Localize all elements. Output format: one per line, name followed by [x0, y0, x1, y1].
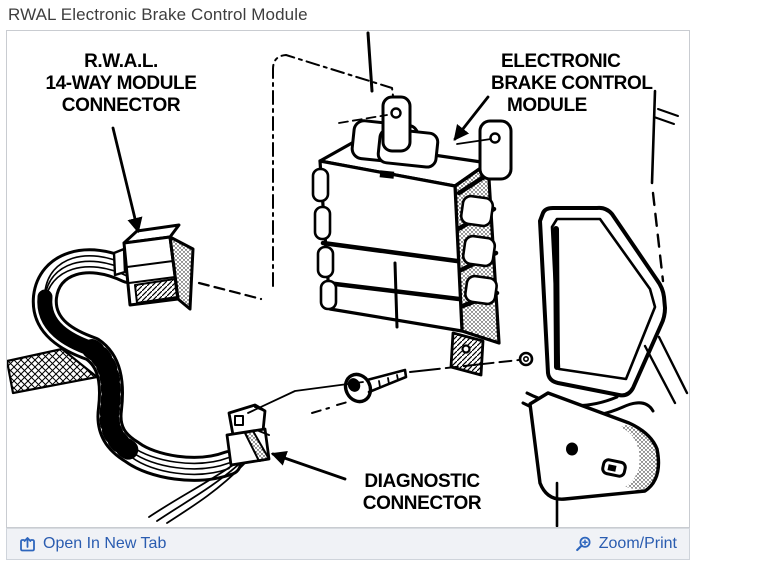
- open-in-new-tab-label: Open In New Tab: [43, 535, 167, 552]
- diagram-toolbar: Open In New Tab Zoom/Print: [6, 528, 690, 560]
- callout-line: DIAGNOSTIC: [364, 471, 480, 492]
- zoom-print-link[interactable]: Zoom/Print: [575, 535, 677, 553]
- open-in-new-tab-icon: [20, 536, 35, 551]
- mounting-bracket: [528, 391, 661, 527]
- screw-axis-line: [311, 359, 520, 414]
- rwal-14-way-connector: [112, 223, 263, 311]
- callout-line: R.W.A.L.: [84, 51, 158, 72]
- callout-line: BRAKE CONTROL: [491, 73, 653, 94]
- callout-rwal-connector: R.W.A.L. 14-WAY MODULE CONNECTOR: [15, 51, 227, 117]
- callout-brake-module: ELECTRONIC BRAKE CONTROL MODULE: [491, 51, 687, 117]
- callout-line: MODULE: [507, 95, 587, 116]
- callout-diagnostic-connector: DIAGNOSTIC CONNECTOR: [349, 471, 495, 515]
- zoom-print-label: Zoom/Print: [598, 535, 677, 552]
- diagram-widget: R.W.A.L. 14-WAY MODULE CONNECTOR ELECTRO…: [6, 30, 690, 560]
- mounting-tab-left: [338, 95, 412, 153]
- callout-line: 14-WAY MODULE: [45, 73, 197, 94]
- callout-line: ELECTRONIC: [501, 51, 621, 72]
- callout-leader-arrows: [111, 95, 490, 481]
- washer: [518, 351, 534, 367]
- diagram-canvas: R.W.A.L. 14-WAY MODULE CONNECTOR ELECTRO…: [6, 30, 690, 528]
- mounting-tab-bottom: [449, 331, 485, 377]
- brake-control-module: [311, 95, 513, 377]
- technical-illustration: [7, 31, 689, 527]
- mounting-plane-ghost-outline: [272, 31, 397, 287]
- zoom-magnifier-icon: [575, 536, 591, 551]
- callout-line: CONNECTOR: [362, 493, 482, 514]
- open-in-new-tab-link[interactable]: Open In New Tab: [19, 535, 166, 553]
- mounting-tab-right: [456, 119, 513, 181]
- cowl-panel-seal: [521, 89, 689, 419]
- diagnostic-connector: [148, 381, 364, 524]
- wiring-harness: [7, 248, 242, 482]
- page-title: RWAL Electronic Brake Control Module: [8, 5, 308, 24]
- callout-line: CONNECTOR: [61, 95, 181, 116]
- mounting-screw: [343, 368, 408, 404]
